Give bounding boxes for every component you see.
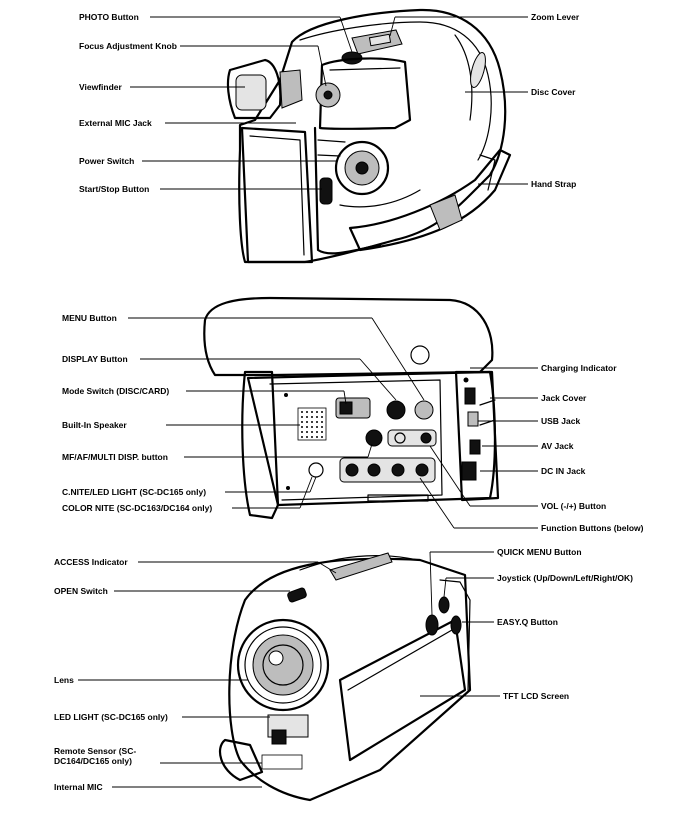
speaker-hole: [306, 411, 308, 413]
speaker-hole: [306, 436, 308, 438]
speaker-hole: [321, 421, 323, 423]
speaker-hole: [306, 416, 308, 418]
label-access-indicator: ACCESS Indicator: [54, 557, 128, 567]
label-av-jack: AV Jack: [541, 441, 574, 451]
speaker-hole: [316, 416, 318, 418]
speaker-hole: [306, 426, 308, 428]
speaker-hole: [316, 426, 318, 428]
label-mf-af-multi-disp-button: MF/AF/MULTI DISP. button: [62, 452, 168, 462]
speaker-hole: [301, 416, 303, 418]
label-c-nite-led-light: C.NITE/LED LIGHT (SC-DC165 only): [62, 487, 207, 497]
label-led-light: LED LIGHT (SC-DC165 only): [54, 712, 168, 722]
speaker-hole: [311, 426, 313, 428]
speaker-hole: [321, 416, 323, 418]
label-zoom-lever: Zoom Lever: [531, 12, 580, 22]
label-jack-cover: Jack Cover: [541, 393, 587, 403]
speaker-hole: [316, 431, 318, 433]
speaker-grille: [297, 407, 327, 441]
speaker-hole: [301, 426, 303, 428]
label-quick-menu-button: QUICK MENU Button: [497, 547, 582, 557]
camcorder-front-lens-drawing: [218, 552, 472, 802]
label-remote-sensor: Remote Sensor (SC-DC164/DC165 only): [54, 746, 137, 766]
label-start-stop-button: Start/Stop Button: [79, 184, 150, 194]
label-power-switch: Power Switch: [79, 156, 135, 166]
label-open-switch: OPEN Switch: [54, 586, 108, 596]
speaker-hole: [321, 426, 323, 428]
label-usb-jack: USB Jack: [541, 416, 581, 426]
speaker-hole: [306, 431, 308, 433]
label-disc-cover: Disc Cover: [531, 87, 576, 97]
label-external-mic-jack: External MIC Jack: [79, 118, 152, 128]
camcorder-rear-drawing: [203, 296, 500, 520]
label-menu-button: MENU Button: [62, 313, 117, 323]
label-internal-mic: Internal MIC: [54, 782, 103, 792]
camcorder-front-top-drawing: [226, 8, 512, 264]
label-joystick: Joystick (Up/Down/Left/Right/OK): [497, 573, 633, 583]
speaker-hole: [311, 431, 313, 433]
speaker-hole: [316, 411, 318, 413]
speaker-hole: [316, 436, 318, 438]
speaker-hole: [311, 416, 313, 418]
label-dc-in-jack: DC IN Jack: [541, 466, 586, 476]
label-tft-lcd-screen: TFT LCD Screen: [503, 691, 570, 701]
label-vol-button: VOL (-/+) Button: [541, 501, 607, 511]
speaker-hole: [311, 436, 313, 438]
label-photo-button: PHOTO Button: [79, 12, 139, 22]
label-lens: Lens: [54, 675, 74, 685]
speaker-hole: [311, 421, 313, 423]
label-function-buttons: Function Buttons (below): [541, 523, 644, 533]
speaker-hole: [306, 421, 308, 423]
label-color-nite: COLOR NITE (SC-DC163/DC164 only): [62, 503, 213, 513]
speaker-hole: [301, 431, 303, 433]
label-focus-adjustment-knob: Focus Adjustment Knob: [79, 41, 177, 51]
speaker-hole: [321, 431, 323, 433]
label-built-in-speaker: Built-In Speaker: [62, 420, 127, 430]
speaker-hole: [316, 421, 318, 423]
label-hand-strap: Hand Strap: [531, 179, 577, 189]
speaker-hole: [311, 411, 313, 413]
speaker-hole: [321, 411, 323, 413]
speaker-hole: [301, 411, 303, 413]
label-mode-switch: Mode Switch (DISC/CARD): [62, 386, 170, 396]
label-viewfinder: Viewfinder: [79, 82, 122, 92]
speaker-hole: [301, 436, 303, 438]
label-display-button: DISPLAY Button: [62, 354, 128, 364]
speaker-hole: [301, 421, 303, 423]
speaker-hole: [321, 436, 323, 438]
label-charging-indicator: Charging Indicator: [541, 363, 617, 373]
label-easy-q-button: EASY.Q Button: [497, 617, 558, 627]
leader-lines: [78, 16, 538, 788]
